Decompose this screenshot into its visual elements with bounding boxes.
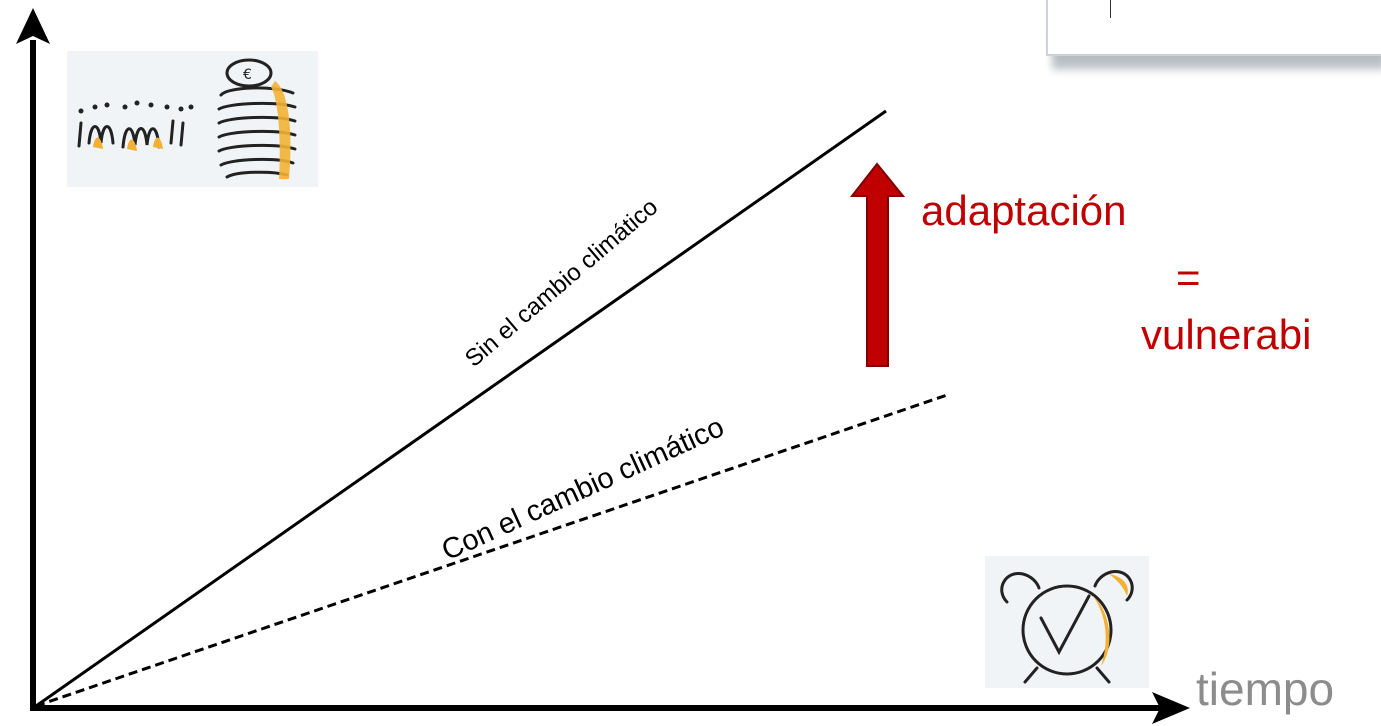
vulnerability-label: vulnerabi xyxy=(1141,311,1312,358)
svg-text:€: € xyxy=(243,67,252,83)
people-and-coins-icon: € xyxy=(67,51,318,187)
x-axis-label: tiempo xyxy=(1196,663,1335,715)
equals-sign: = xyxy=(1176,254,1201,301)
inset-body xyxy=(1046,0,1381,56)
upward-arrow-icon xyxy=(849,162,906,367)
line-with-climate-change xyxy=(35,392,951,708)
y-axis-arrowhead xyxy=(16,8,50,44)
adaptation-label: adaptación xyxy=(921,187,1127,234)
inset-tick xyxy=(1110,0,1111,18)
x-axis-arrowhead xyxy=(1152,692,1190,724)
line-without-climate-change xyxy=(35,109,887,708)
inset-image-fragment xyxy=(1046,0,1381,70)
alarm-clock-icon xyxy=(985,556,1149,688)
